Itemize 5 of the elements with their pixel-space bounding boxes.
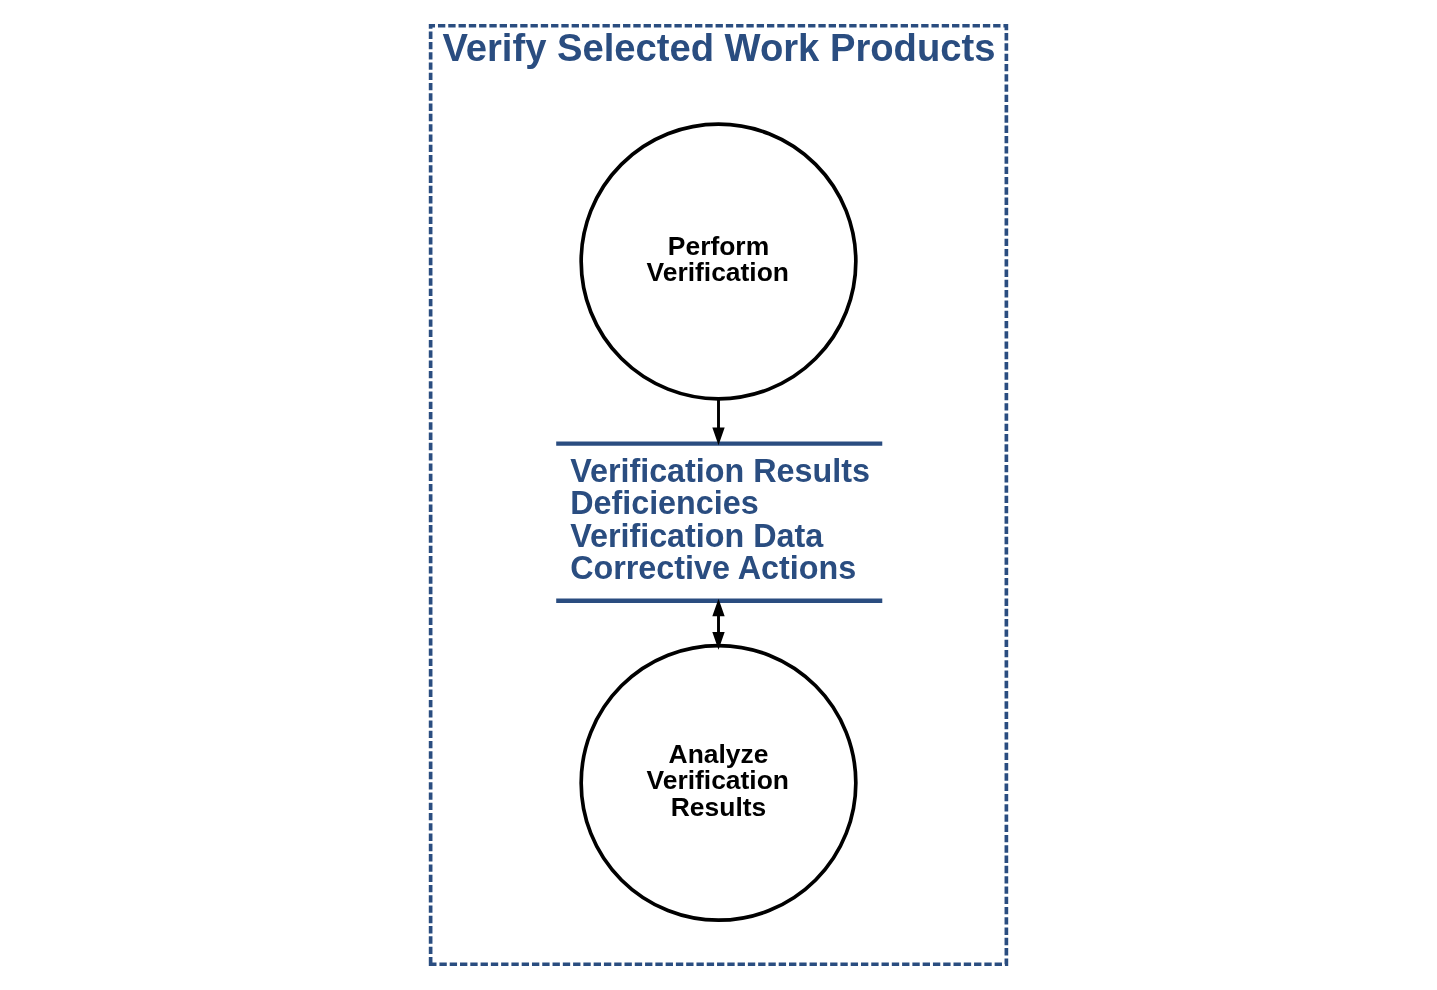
- node-circle: Perform Verification: [579, 122, 858, 401]
- arrow: [712, 399, 725, 446]
- arrow: [712, 598, 725, 650]
- node-text: Verification Results Deficiencies Verification Data Corrective Actions: [570, 452, 870, 586]
- node-circle: Analyze Verification Results: [579, 643, 858, 923]
